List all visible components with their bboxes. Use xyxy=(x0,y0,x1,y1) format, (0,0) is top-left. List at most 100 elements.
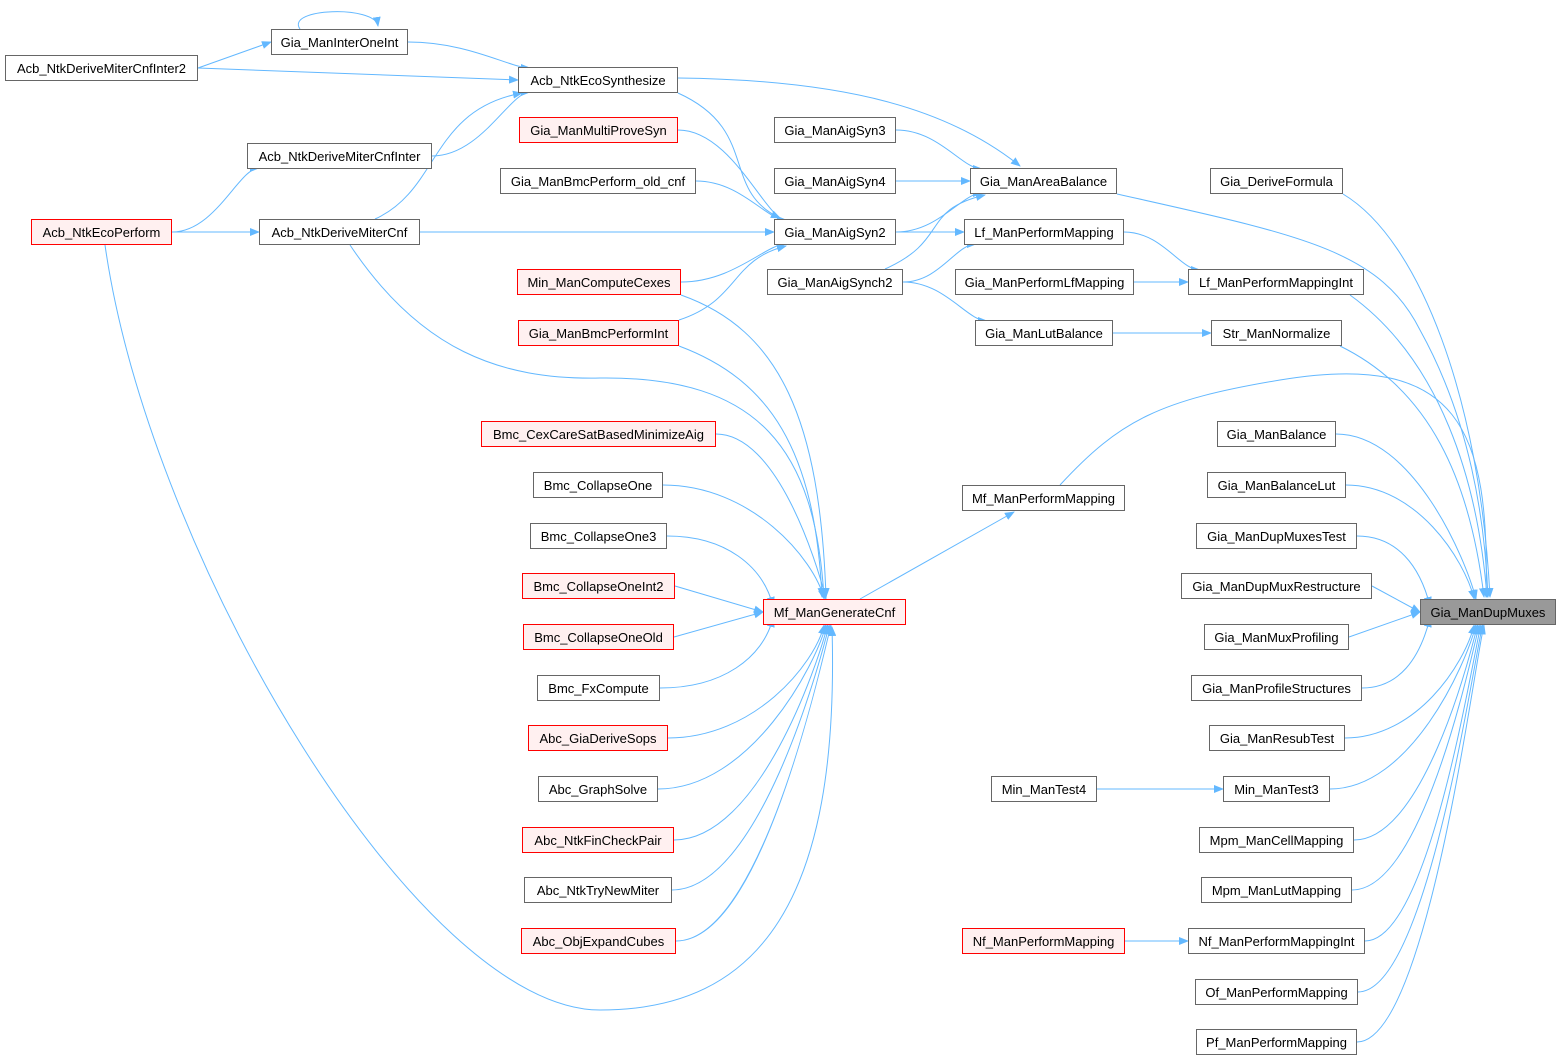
graph-node-gia-maninteroneint[interactable]: Gia_ManInterOneInt xyxy=(271,29,408,55)
call-edge-n10-to-n13 xyxy=(678,244,787,321)
call-edge-n27-to-n35 xyxy=(1361,617,1432,689)
call-edge-n45-to-n39 xyxy=(659,617,775,689)
graph-node-gia-manmultiprovesyn[interactable]: Gia_ManMultiProveSyn xyxy=(519,117,678,143)
graph-node-min-mancomputecexes[interactable]: Min_ManComputeCexes xyxy=(517,269,681,295)
graph-node-gia-manbmcperformint[interactable]: Gia_ManBmcPerformInt xyxy=(518,320,679,346)
graph-node-pf-manperformmapping[interactable]: Pf_ManPerformMapping xyxy=(1196,1029,1357,1055)
call-edge-n39-to-n38 xyxy=(859,511,1015,600)
graph-node-gia-manaigsyn3[interactable]: Gia_ManAigSyn3 xyxy=(774,117,896,143)
graph-node-gia-manlutbalance[interactable]: Gia_ManLutBalance xyxy=(975,320,1113,346)
call-edge-n10-to-n39 xyxy=(678,345,826,598)
graph-node-bmc-collapseone[interactable]: Bmc_CollapseOne xyxy=(533,472,663,498)
graph-node-bmc-cexcaresatbasedminimizeaig[interactable]: Bmc_CexCareSatBasedMinimizeAig xyxy=(481,421,716,447)
graph-node-acb-ntkderivemitercnf[interactable]: Acb_NtkDeriveMiterCnf xyxy=(259,219,420,245)
call-edge-n14-to-n15 xyxy=(884,193,986,270)
graph-node-abc-objexpandcubes[interactable]: Abc_ObjExpandCubes xyxy=(521,928,676,954)
call-edge-n46-to-n39 xyxy=(667,624,826,739)
graph-node-bmc-collapseone3[interactable]: Bmc_CollapseOne3 xyxy=(530,523,667,549)
graph-node-of-manperformmapping[interactable]: Of_ManPerformMapping xyxy=(1195,979,1358,1005)
call-edge-n33-to-n35 xyxy=(1357,624,1485,993)
call-edge-n49-to-n39 xyxy=(671,624,831,891)
graph-node-bmc-fxcompute[interactable]: Bmc_FxCompute xyxy=(537,675,660,701)
call-edge-n8-to-n3 xyxy=(374,90,523,220)
graph-node-gia-manresubtest[interactable]: Gia_ManResubTest xyxy=(1209,725,1345,751)
graph-node-abc-giaderivesops[interactable]: Abc_GiaDeriveSops xyxy=(528,725,668,751)
call-edge-n2-to-n3 xyxy=(197,67,519,84)
call-edge-n3-to-n15 xyxy=(677,77,1021,167)
call-edge-n7-to-n5 xyxy=(171,164,260,233)
graph-node-mpm-manlutmapping[interactable]: Mpm_ManLutMapping xyxy=(1201,877,1352,903)
graph-node-gia-mandupmuxrestructure[interactable]: Gia_ManDupMuxRestructure xyxy=(1181,573,1372,599)
call-edge-n50-to-n39 xyxy=(675,624,833,942)
call-edge-n14-to-n18 xyxy=(902,281,988,325)
call-edge-n23-to-n35 xyxy=(1345,484,1476,600)
graph-node-bmc-collapseoneint2[interactable]: Bmc_CollapseOneInt2 xyxy=(522,573,675,599)
graph-node-abc-ntktrynewmiter[interactable]: Abc_NtkTryNewMiter xyxy=(524,877,672,903)
graph-node-nf-manperformmappingint[interactable]: Nf_ManPerformMappingInt xyxy=(1188,928,1365,954)
call-edge-n42-to-n39 xyxy=(666,535,775,607)
graph-node-abc-graphsolve[interactable]: Abc_GraphSolve xyxy=(538,776,658,802)
graph-node-bmc-collapseoneold[interactable]: Bmc_CollapseOneOld xyxy=(523,624,674,650)
graph-node-gia-manprofilestructures[interactable]: Gia_ManProfileStructures xyxy=(1191,675,1362,701)
graph-node-nf-manperformmapping[interactable]: Nf_ManPerformMapping xyxy=(962,928,1125,954)
graph-node-gia-manaigsyn4[interactable]: Gia_ManAigSyn4 xyxy=(774,168,896,194)
call-edge-n15-to-n35 xyxy=(1116,193,1492,598)
call-edge-n3-to-n13 xyxy=(677,92,781,219)
call-edge-n43-to-n39 xyxy=(674,585,764,614)
graph-node-gia-manareabalance[interactable]: Gia_ManAreaBalance xyxy=(970,168,1117,194)
graph-node-mf-manperformmapping[interactable]: Mf_ManPerformMapping xyxy=(962,485,1125,511)
call-edge-n11-to-n15 xyxy=(895,129,983,173)
graph-node-str-mannormalize[interactable]: Str_ManNormalize xyxy=(1211,320,1342,346)
call-edge-n30-to-n35 xyxy=(1353,624,1480,841)
call-edge-n2-to-n1 xyxy=(197,41,272,69)
call-edge-n16-to-n20 xyxy=(1123,231,1201,274)
graph-node-min-mantest4[interactable]: Min_ManTest4 xyxy=(991,776,1097,802)
call-edge-n41-to-n39 xyxy=(662,484,826,600)
call-edge-n26-to-n35 xyxy=(1348,611,1421,638)
graph-node-gia-manaigsynch2[interactable]: Gia_ManAigSynch2 xyxy=(767,269,903,295)
call-edge-n1-to-n1 xyxy=(297,11,381,30)
call-edge-n48-to-n39 xyxy=(673,624,830,841)
call-edge-n38-to-n35 xyxy=(1059,373,1491,598)
graph-node-gia-manbmcperform-old-cnf[interactable]: Gia_ManBmcPerform_old_cnf xyxy=(500,168,696,194)
graph-node-abc-ntkfincheckpair[interactable]: Abc_NtkFinCheckPair xyxy=(522,827,674,853)
call-edge-n19-to-n35 xyxy=(1342,193,1494,598)
call-edge-n1-to-n3 xyxy=(407,41,531,72)
graph-node-gia-manperformlfmapping[interactable]: Gia_ManPerformLfMapping xyxy=(955,269,1134,295)
call-edge-n14-to-n16 xyxy=(902,240,977,283)
graph-node-gia-manaigsyn2[interactable]: Gia_ManAigSyn2 xyxy=(774,219,896,245)
graph-node-acb-ntkecoperform[interactable]: Acb_NtkEcoPerform xyxy=(31,219,172,245)
call-edge-n20-to-n35 xyxy=(1349,294,1491,598)
call-edge-n9-to-n39 xyxy=(680,294,830,598)
call-edge-n28-to-n35 xyxy=(1344,624,1476,739)
graph-node-acb-ntkderivemitercnfinter2[interactable]: Acb_NtkDeriveMiterCnfInter2 xyxy=(5,55,198,81)
graph-node-min-mantest3[interactable]: Min_ManTest3 xyxy=(1223,776,1330,802)
graph-node-acb-ntkderivemitercnfinter[interactable]: Acb_NtkDeriveMiterCnfInter xyxy=(247,143,432,169)
call-edge-n25-to-n35 xyxy=(1371,585,1421,613)
call-edge-n40-to-n39 xyxy=(715,433,828,600)
call-edge-n21-to-n35 xyxy=(1339,345,1487,598)
graph-node-gia-mandupmuxes: Gia_ManDupMuxes xyxy=(1420,599,1556,625)
graph-node-lf-manperformmappingint[interactable]: Lf_ManPerformMappingInt xyxy=(1188,269,1364,295)
call-edge-n22-to-n35 xyxy=(1335,433,1478,600)
call-edge-n6-to-n13 xyxy=(695,180,787,224)
graph-node-gia-mandupmuxestest[interactable]: Gia_ManDupMuxesTest xyxy=(1196,523,1357,549)
graph-node-lf-manperformmapping[interactable]: Lf_ManPerformMapping xyxy=(964,219,1124,245)
graph-node-gia-manmuxprofiling[interactable]: Gia_ManMuxProfiling xyxy=(1204,624,1349,650)
graph-node-acb-ntkecosynthesize[interactable]: Acb_NtkEcoSynthesize xyxy=(518,67,678,93)
call-edge-n31-to-n35 xyxy=(1351,624,1481,891)
call-edge-n34-to-n35 xyxy=(1356,624,1486,1043)
graph-node-mf-mangeneratecnf[interactable]: Mf_ManGenerateCnf xyxy=(763,599,906,625)
graph-node-gia-deriveformula[interactable]: Gia_DeriveFormula xyxy=(1210,168,1343,194)
call-edge-n7-to-n39 xyxy=(104,244,837,1011)
graph-node-gia-manbalance[interactable]: Gia_ManBalance xyxy=(1217,421,1336,447)
graph-node-gia-manbalancelut[interactable]: Gia_ManBalanceLut xyxy=(1207,472,1346,498)
graph-node-mpm-mancellmapping[interactable]: Mpm_ManCellMapping xyxy=(1199,827,1354,853)
call-edge-n32-to-n35 xyxy=(1364,624,1483,942)
call-edge-n44-to-n39 xyxy=(673,610,764,638)
call-edge-n29-to-n35 xyxy=(1329,624,1478,790)
call-edge-n5-to-n3 xyxy=(431,88,531,157)
call-edge-n8-to-n39 xyxy=(349,244,828,598)
call-edge-n24-to-n35 xyxy=(1356,535,1432,607)
